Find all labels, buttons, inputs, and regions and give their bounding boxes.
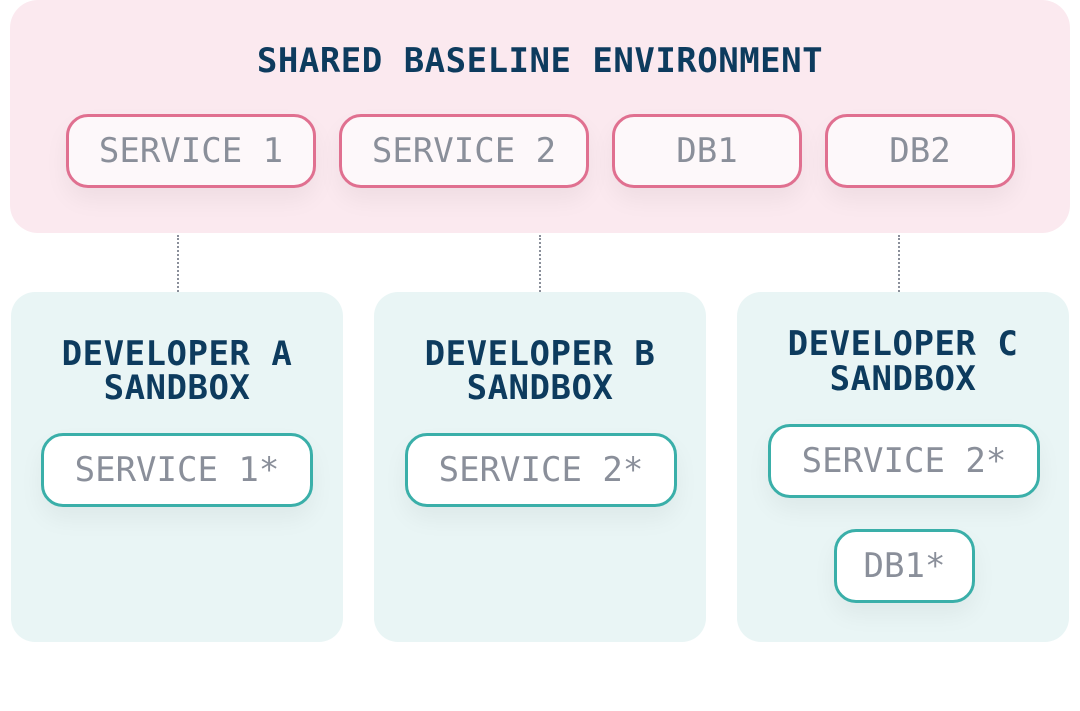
sandbox-c-title-line2: SANDBOX [829, 359, 977, 399]
sandbox-c-db1: DB1* [834, 529, 975, 603]
sandbox-a-service-1: SERVICE 1* [41, 433, 313, 507]
sandbox-c-service-2: SERVICE 2* [768, 424, 1040, 498]
sandbox-b-service-2: SERVICE 2* [405, 433, 677, 507]
connector-b [539, 235, 541, 292]
shared-service-1: SERVICE 1 [66, 114, 316, 188]
shared-service-2: SERVICE 2 [339, 114, 589, 188]
shared-db2: DB2 [825, 114, 1015, 188]
sandbox-b-title-line2: SANDBOX [466, 368, 614, 408]
shared-title: SHARED BASELINE ENVIRONMENT [256, 41, 824, 81]
sandbox-a-title-line1: DEVELOPER A [61, 334, 293, 374]
connector-a [177, 235, 179, 292]
connector-c [898, 235, 900, 292]
shared-db1: DB1 [612, 114, 802, 188]
sandbox-a-title-line2: SANDBOX [103, 368, 251, 408]
sandbox-c-title-line1: DEVELOPER C [787, 324, 1019, 364]
sandbox-b-title-line1: DEVELOPER B [424, 334, 656, 374]
